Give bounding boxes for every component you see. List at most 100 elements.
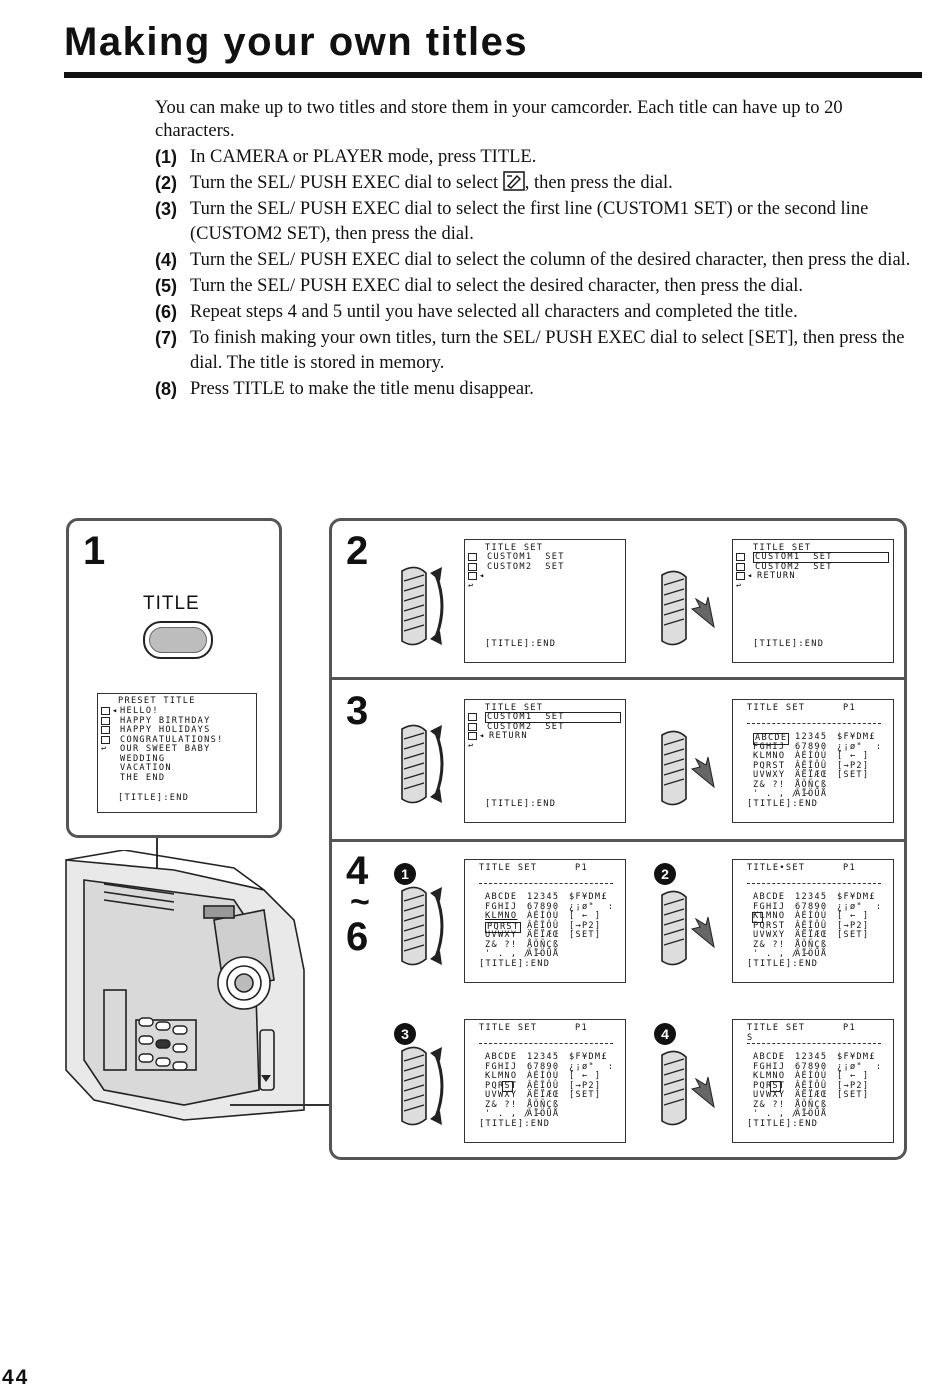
camera-icon	[468, 562, 477, 571]
title-button-face[interactable]	[149, 627, 207, 653]
substep-1-badge: 1	[394, 863, 416, 885]
char-group: ÂÊÎÔÛ	[795, 920, 828, 931]
screen-footer: [TITLE]:END	[747, 1119, 819, 1129]
char-group: [SET]	[569, 930, 602, 940]
char-group: Z& ?!	[753, 779, 786, 790]
dial-turn-icon	[401, 724, 444, 804]
char-group: ABCDE	[753, 1052, 786, 1062]
step-item: (3)Turn the SEL/ PUSH EXEC dial to selec…	[155, 198, 869, 245]
menu-screen: TITLE SET ↩ CUSTOM1 SET CUSTOM2 SET ◂ RE…	[732, 539, 894, 663]
char-group: ABCDE	[485, 892, 518, 902]
char-group: ÅÕÑÇß	[795, 939, 828, 950]
char-group: KLMNO	[753, 751, 786, 761]
char-group: ÃÏÖÜÅ	[795, 1109, 828, 1119]
char-group: [SET]	[837, 770, 870, 780]
preset-item: HAPPY BIRTHDAY	[120, 715, 211, 726]
char-group: 12345	[795, 1052, 828, 1062]
screen-header: TITLE•SET	[747, 863, 806, 873]
tape-icon	[101, 707, 110, 715]
char-group: $F¥DM£	[569, 1052, 608, 1062]
char-group: ÅÕÑÇß	[527, 1099, 560, 1110]
char-group: [→P2]	[837, 920, 870, 931]
char-group: FGHIJ	[485, 1061, 518, 1072]
char-cursor	[752, 911, 763, 923]
char-group: [SET]	[837, 1090, 870, 1100]
preset-item: WEDDING	[120, 753, 166, 764]
tape-icon	[468, 713, 477, 721]
char-group: ÃÏÖÜÅ	[527, 1109, 560, 1119]
char-group: UVWXY	[485, 1090, 518, 1100]
char-group: ÃÏÖÜÅ	[795, 949, 828, 959]
pencil-icon	[468, 572, 477, 581]
char-group: ÀÉÍÓÚ	[795, 911, 828, 921]
menu-screen: TITLE SET ↩ CUSTOM1 SET CUSTOM2 SET ◂ [T…	[464, 539, 626, 663]
char-group: KLMNO	[753, 1071, 786, 1081]
char-group: ÅÕÑÇß	[527, 939, 560, 950]
page-indicator: P1	[575, 863, 588, 873]
entry-underline	[479, 1043, 613, 1044]
title-button-label: TITLE	[143, 593, 200, 614]
char-group: [ ← ]	[837, 751, 870, 761]
dial-turn-icon	[401, 1046, 444, 1126]
char-group: ABCDE	[753, 733, 790, 745]
char-group: Z& ?!	[753, 939, 786, 950]
step1-number: 1	[83, 529, 106, 573]
screen-header: PRESET TITLE	[118, 696, 196, 706]
screen-footer: [TITLE]:END	[479, 1119, 551, 1129]
page-indicator: P1	[575, 1023, 588, 1033]
char-group: [SET]	[837, 930, 870, 940]
title-button[interactable]	[143, 621, 213, 659]
title-icon	[101, 735, 110, 744]
cursor-arrow: ◂	[112, 706, 119, 716]
char-group: ' . , / –	[485, 1109, 544, 1119]
entry-underline	[747, 723, 881, 724]
dial-press-icon	[661, 890, 715, 966]
char-group: PQRST	[753, 760, 786, 771]
screen-header: TITLE SET	[479, 1023, 538, 1033]
title-rule	[64, 72, 922, 78]
char-group: [→P2]	[569, 920, 602, 931]
cursor-arrow: ◂	[479, 571, 486, 581]
instruction-steps: (1)In CAMERA or PLAYER mode, press TITLE…	[155, 145, 925, 403]
char-group: ÄËÏÆŒ	[527, 1090, 560, 1100]
char-group: UVWXY	[485, 930, 518, 940]
screen-footer: [TITLE]:END	[118, 793, 190, 803]
tape-icon	[736, 553, 745, 561]
char-group: ' . , / –	[485, 949, 544, 959]
char-group: ' . , / –	[753, 949, 812, 959]
char-group: UVWXY	[753, 1090, 786, 1100]
intro-paragraph: You can make up to two titles and store …	[155, 98, 843, 141]
substep-2-badge: 2	[654, 863, 676, 885]
char-group: ABCDE	[485, 1052, 518, 1062]
char-group: FGHIJ	[753, 741, 786, 752]
leader-line-dial	[230, 1104, 329, 1106]
title-entry: S	[747, 1033, 754, 1043]
camera-icon	[101, 716, 110, 725]
preset-item: CONGRATULATIONS!	[120, 734, 224, 745]
screen-footer: [TITLE]:END	[747, 799, 819, 809]
char-group: KLMNO	[485, 1071, 518, 1081]
char-group: PQRST	[753, 920, 786, 931]
entry-underline	[479, 883, 613, 884]
char-group: 67890	[527, 1061, 560, 1072]
char-group: PQRST	[753, 1080, 786, 1091]
char-group: [SET]	[569, 1090, 602, 1100]
char-group: [→P2]	[569, 1080, 602, 1091]
char-group: $F¥DM£	[837, 892, 876, 902]
char-group: UVWXY	[753, 770, 786, 780]
char-group: ÄËÏÆŒ	[795, 770, 828, 780]
selection-highlight	[485, 712, 621, 723]
page-title: Making your own titles	[64, 20, 529, 64]
step6-number: 6	[346, 915, 369, 959]
char-cursor	[770, 1081, 781, 1092]
char-group: KLMNO	[485, 911, 518, 921]
camera-icon	[736, 562, 745, 571]
page-indicator: P1	[843, 1023, 856, 1033]
step-item: (6)Repeat steps 4 and 5 until you have s…	[155, 301, 798, 322]
cursor-arrow: ◂	[747, 571, 754, 581]
page-indicator: P1	[843, 863, 856, 873]
char-group: ÂÊÎÔÛ	[527, 920, 560, 931]
screen-footer: [TITLE]:END	[479, 959, 551, 969]
char-group: ÄËÏÆŒ	[795, 1090, 828, 1100]
